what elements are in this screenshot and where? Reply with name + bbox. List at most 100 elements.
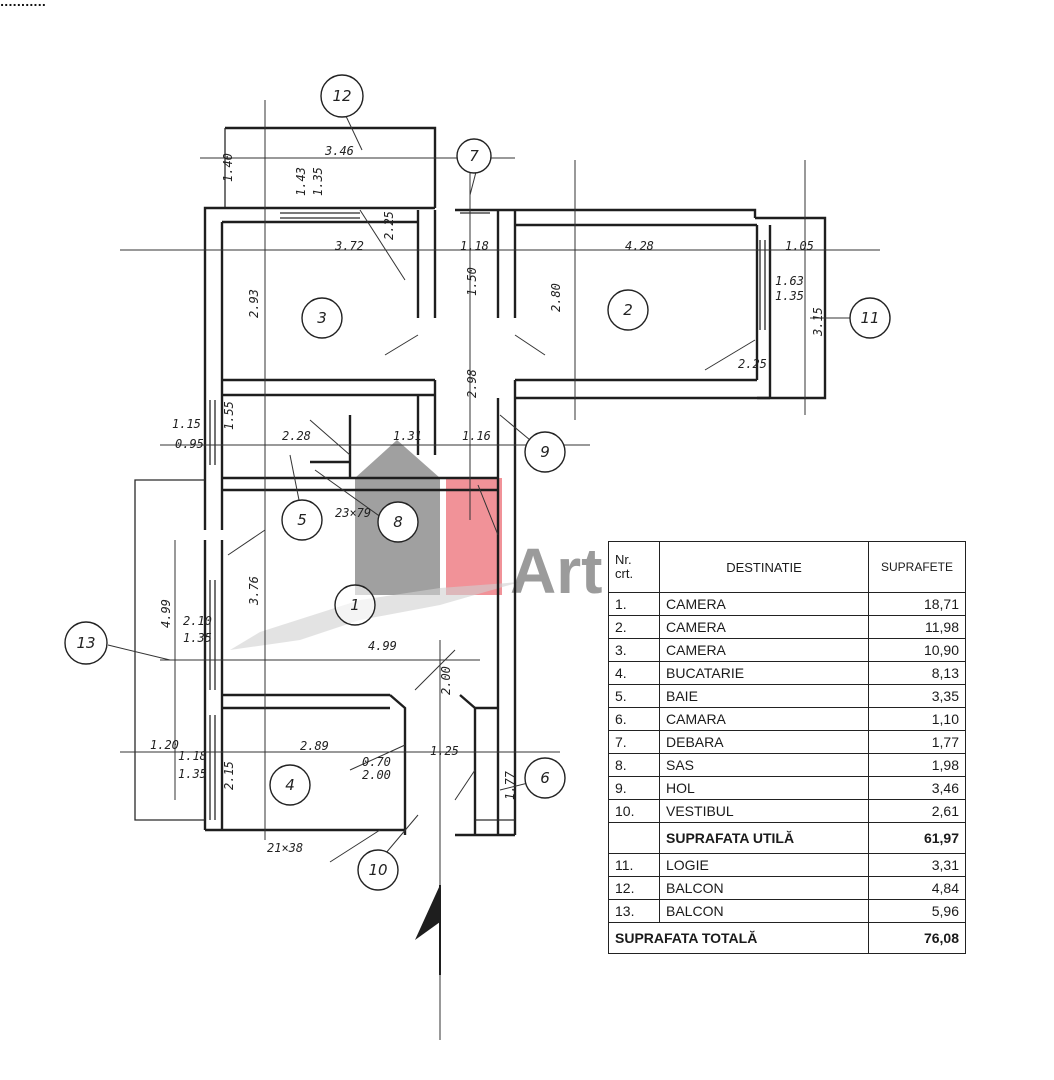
dim-label: 1.05: [785, 239, 814, 253]
table-cell: BALCON: [659, 899, 869, 923]
dim-label: 2.10: [183, 614, 212, 628]
table-cell: HOL: [659, 776, 869, 800]
table-cell: 10,90: [868, 638, 966, 662]
subtotal-value: 61,97: [868, 822, 966, 854]
plan-element: 10: [368, 861, 387, 879]
table-cell: VESTIBUL: [659, 799, 869, 823]
dim-label: 2.00: [362, 768, 391, 782]
dim-label: 4.28: [625, 239, 654, 253]
room-marker-10: 10: [357, 849, 399, 891]
plan-element: 1: [350, 596, 360, 614]
windows: [209, 212, 766, 820]
table-cell: CAMARA: [659, 707, 869, 731]
room-marker-1: 1: [334, 584, 376, 626]
table-cell: CAMERA: [659, 615, 869, 639]
table-cell: 5,96: [868, 899, 966, 923]
table-cell: 11,98: [868, 615, 966, 639]
plan-element: 12: [332, 87, 351, 105]
plan-element: 11: [860, 309, 879, 327]
header-nr: Nr.crt.: [608, 541, 660, 593]
dim-label: 2.28: [282, 429, 311, 443]
table-cell: 7.: [608, 730, 660, 754]
room-marker-8: 8: [377, 501, 419, 543]
table-cell: 2.: [608, 615, 660, 639]
table-cell: LOGIE: [659, 853, 869, 877]
dim-label: 2.93: [247, 289, 261, 318]
dim-label: 2.25: [738, 357, 767, 371]
total-label: SUPRAFATA TOTALĂ: [608, 922, 869, 954]
total-value: 76,08: [868, 922, 966, 954]
dim-label: 2.80: [549, 283, 563, 312]
table-cell: 11.: [608, 853, 660, 877]
dim-label: 21×38: [267, 841, 303, 855]
table-cell: CAMERA: [659, 592, 869, 616]
header-area: SUPRAFETE: [868, 541, 966, 593]
plan-element: 2: [623, 301, 633, 319]
dim-label: 3.15: [811, 307, 825, 337]
dim-label: 0.95: [175, 437, 204, 451]
dim-label: 3.72: [334, 239, 364, 253]
dim-label: 2.98: [465, 369, 479, 398]
table-cell: 1,10: [868, 707, 966, 731]
room-marker-7: 7: [456, 138, 492, 174]
table-cell: BUCATARIE: [659, 661, 869, 685]
dim-label: 1.77: [503, 770, 517, 800]
table-cell: 13.: [608, 899, 660, 923]
table-cell: 1,98: [868, 753, 966, 777]
plan-element: 13: [76, 634, 95, 652]
dim-label: 1.20: [150, 738, 179, 752]
dim-label: 1.40: [221, 153, 235, 182]
room-marker-11: 11: [849, 297, 891, 339]
dim-label: 1.18: [460, 239, 489, 253]
dim-label: 1.31: [393, 429, 422, 443]
room-marker-4: 4: [269, 764, 311, 806]
dim-label: 3.76: [247, 576, 261, 606]
watermark-swoosh: [230, 582, 520, 650]
table-cell: DEBARA: [659, 730, 869, 754]
table-cell: BALCON: [659, 876, 869, 900]
table-cell: 8,13: [868, 661, 966, 685]
table-cell: 3,31: [868, 853, 966, 877]
dim-label: 1.35: [775, 289, 804, 303]
dim-label: 2.89: [300, 739, 329, 753]
table-cell: 9.: [608, 776, 660, 800]
table-cell: [608, 822, 660, 854]
dim-label: 1.50: [465, 267, 479, 296]
dim-label: 1.16: [462, 429, 491, 443]
table-cell: 4,84: [868, 876, 966, 900]
dim-label: 1.15: [172, 417, 201, 431]
table-cell: 8.: [608, 753, 660, 777]
dim-label: 1.63: [775, 274, 804, 288]
table-cell: 6.: [608, 707, 660, 731]
plan-element: 8: [393, 513, 403, 531]
header-destination: DESTINATIE: [659, 541, 869, 593]
table-cell: BAIE: [659, 684, 869, 708]
plan-element: 4: [285, 776, 295, 794]
dim-label: 3.46: [324, 144, 354, 158]
dim-label: 4.99: [159, 599, 173, 628]
dim-label: 1.55: [222, 401, 236, 430]
table-cell: 3,35: [868, 684, 966, 708]
dim-label: 0.70: [362, 755, 391, 769]
dim-label: 1.18: [178, 749, 207, 763]
table-cell: 4.: [608, 661, 660, 685]
table-cell: 12.: [608, 876, 660, 900]
north-arrow-icon: [415, 885, 441, 975]
dim-label: 23×79: [335, 506, 371, 520]
table-cell: 2,61: [868, 799, 966, 823]
dim-label: 1.43: [294, 167, 308, 196]
table-cell: 18,71: [868, 592, 966, 616]
room-marker-13: 13: [64, 621, 108, 665]
dimension-labels: 3.46 1.40 1.43 1.35 3.72 2.25 1.18 4.28 …: [150, 144, 825, 855]
